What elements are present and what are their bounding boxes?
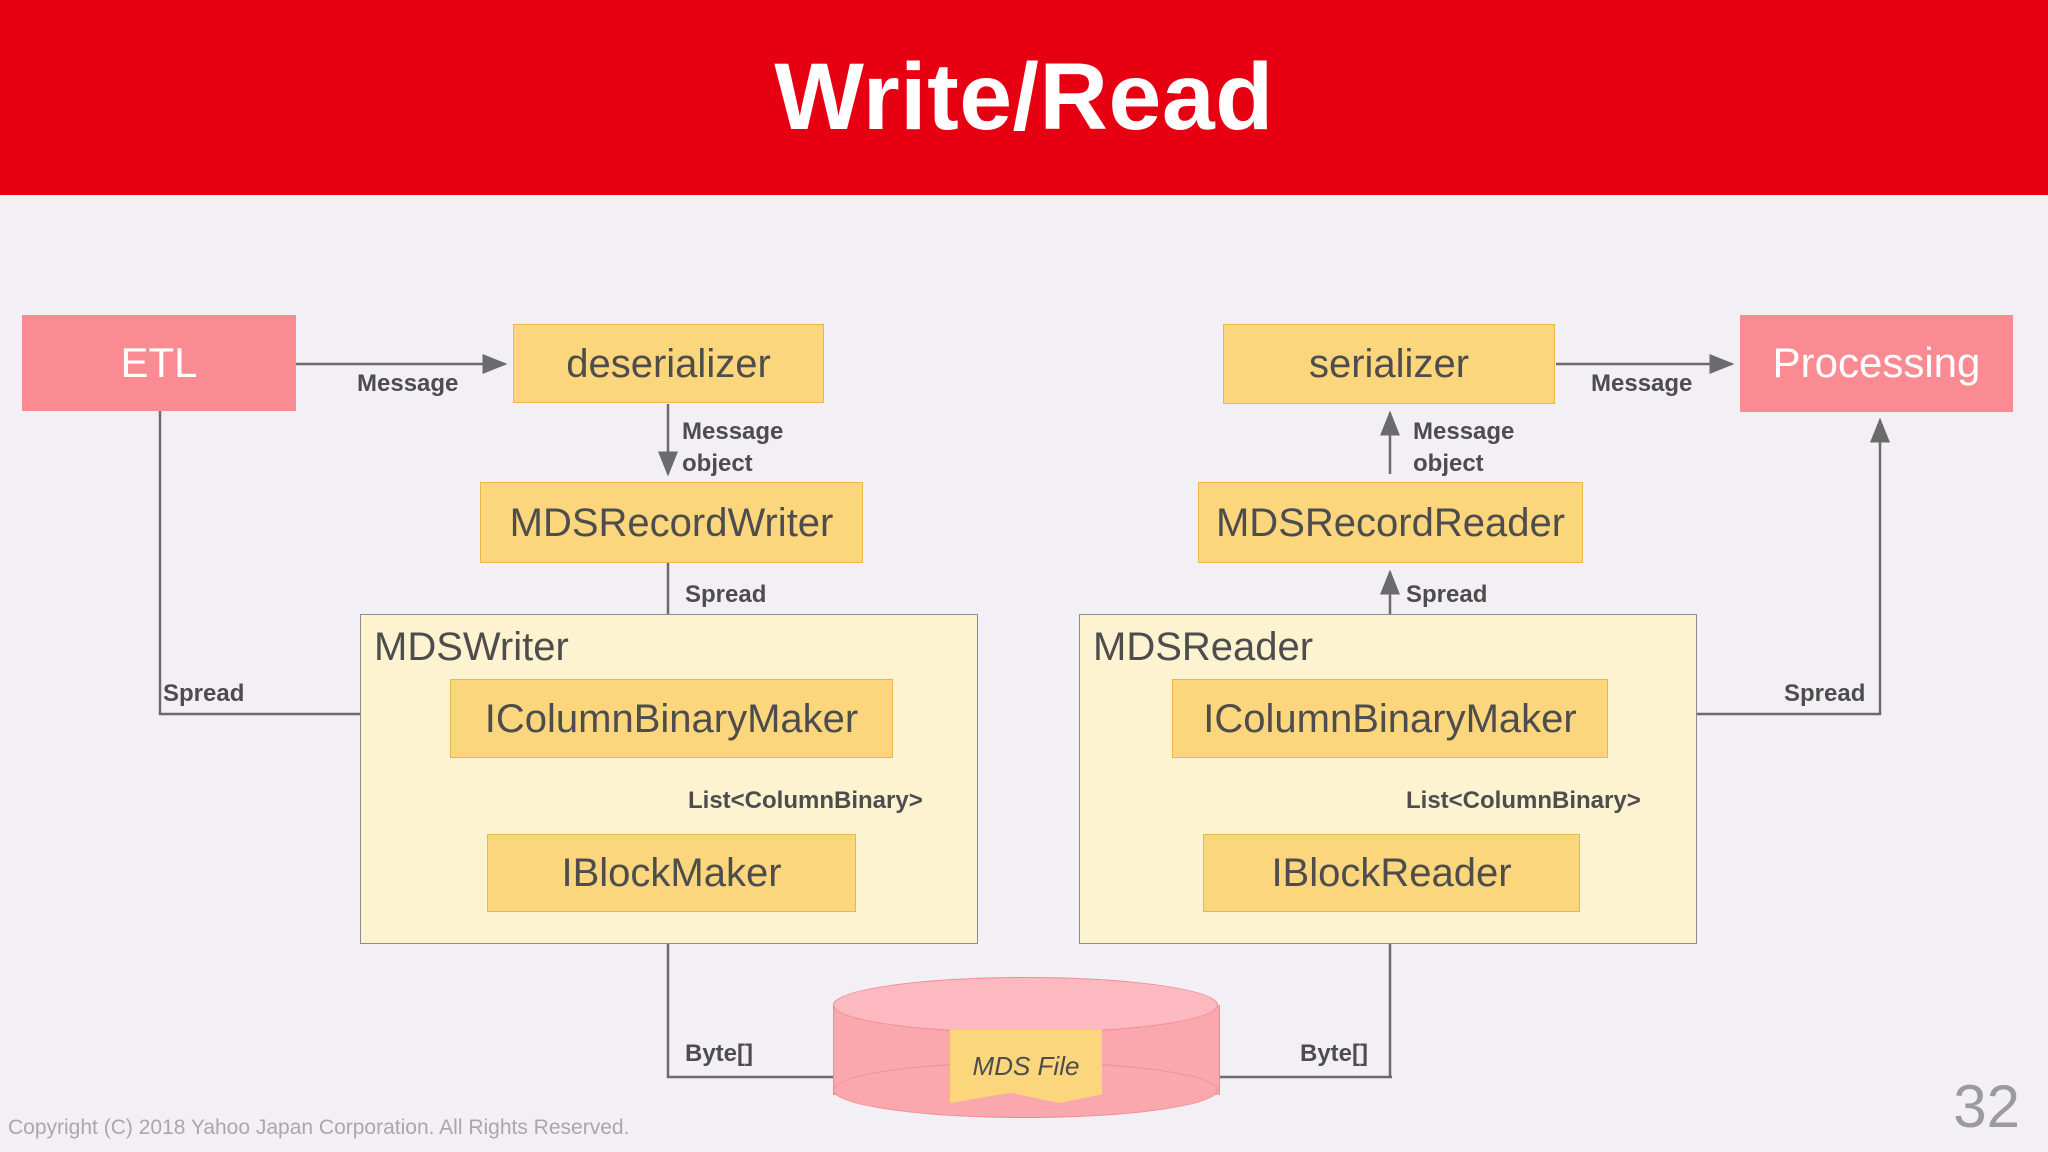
edge-label-spread-write-side: Spread <box>163 680 245 707</box>
container-mds-reader-label: MDSReader <box>1093 625 1314 669</box>
edge-label-message-object-write-line2: object <box>682 450 753 477</box>
edge-label-byte-array-read: Byte[] <box>1300 1040 1369 1067</box>
edge-label-message-object-write-line1: Message <box>682 418 784 445</box>
node-mds-record-writer[interactable]: MDSRecordWriter <box>480 482 863 563</box>
edge-label-byte-array-write: Byte[] <box>685 1040 754 1067</box>
node-column-binary-maker-read[interactable]: IColumnBinaryMaker <box>1172 679 1608 758</box>
node-mds-record-writer-label: MDSRecordWriter <box>509 500 834 545</box>
edge-label-spread-read-side: Spread <box>1784 680 1866 707</box>
page-number: 32 <box>1953 1073 2020 1140</box>
page-title: Write/Read <box>774 44 1274 150</box>
edge-label-list-column-binary-write: List<ColumnBinary> <box>688 787 923 814</box>
edge-label-message-object-read-line1: Message <box>1413 418 1515 445</box>
edge-label-message-write: Message <box>357 370 459 397</box>
node-column-binary-maker-read-label: IColumnBinaryMaker <box>1203 696 1577 741</box>
edge-label-message-read: Message <box>1591 370 1693 397</box>
node-column-binary-maker-write-label: IColumnBinaryMaker <box>484 696 859 741</box>
cylinder-top-ellipse <box>833 977 1218 1033</box>
node-deserializer-label: deserializer <box>566 341 771 386</box>
node-serializer[interactable]: serializer <box>1223 324 1555 404</box>
node-serializer-label: serializer <box>1308 342 1470 386</box>
node-etl-label: ETL <box>120 338 198 386</box>
node-deserializer[interactable]: deserializer <box>513 324 824 403</box>
node-processing-label: Processing <box>1772 339 1981 387</box>
datastore-cylinder[interactable]: MDS File <box>833 977 1220 1118</box>
node-processing[interactable]: Processing <box>1740 315 2013 412</box>
node-column-binary-maker-write[interactable]: IColumnBinaryMaker <box>450 679 893 758</box>
node-block-reader[interactable]: IBlockReader <box>1203 834 1580 912</box>
edge-label-list-column-binary-read: List<ColumnBinary> <box>1406 787 1641 814</box>
node-block-maker[interactable]: IBlockMaker <box>487 834 856 912</box>
container-mds-reader <box>1079 614 1697 944</box>
node-mds-record-reader[interactable]: MDSRecordReader <box>1198 482 1583 563</box>
title-band <box>0 0 2048 195</box>
mds-file-document-icon: MDS File <box>950 1030 1102 1103</box>
node-block-reader-label: IBlockReader <box>1271 851 1512 895</box>
container-mds-writer-label: MDSWriter <box>374 625 569 669</box>
edge-label-message-object-read-line2: object <box>1413 450 1484 477</box>
copyright-notice: Copyright (C) 2018 Yahoo Japan Corporati… <box>8 1116 630 1139</box>
node-block-maker-label: IBlockMaker <box>561 851 782 895</box>
mds-file-label: MDS File <box>972 1051 1080 1081</box>
edge-label-spread-read-top: Spread <box>1406 581 1488 608</box>
edge-label-spread-write-top: Spread <box>685 581 767 608</box>
node-mds-record-reader-label: MDSRecordReader <box>1215 500 1566 545</box>
node-etl[interactable]: ETL <box>22 315 296 411</box>
